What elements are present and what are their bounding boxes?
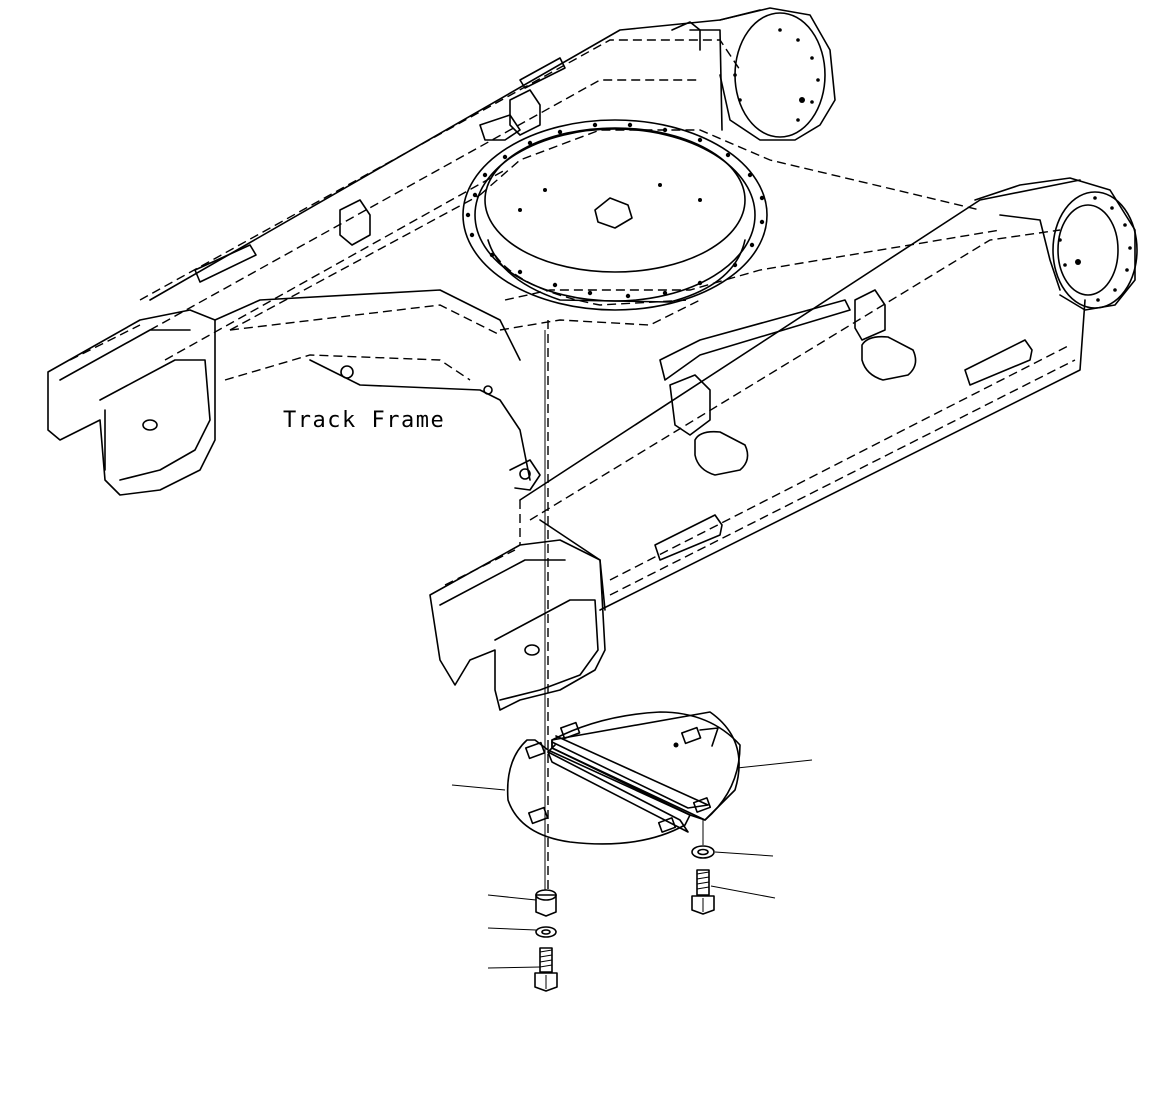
leader-plate-right [736,759,813,769]
washer-right [691,845,715,859]
track-frame [47,7,1138,711]
undercover-plate-right [551,711,741,821]
leader-bolt-right [710,885,776,899]
nut-left [535,889,557,917]
swing-circle-bolt-holes [465,122,765,299]
leader-bolt-left [487,966,541,969]
leader-washer-right [714,851,774,857]
washer-left [535,926,557,938]
leader-plate-left [451,784,506,791]
leader-washer-left [487,927,537,931]
sprocket-holes-right [1058,196,1132,302]
sprocket-holes-top [733,28,820,122]
leader-nut-left [487,894,537,901]
bolt-left [534,947,558,992]
bolt-right [691,869,715,915]
undercover-plate-left [506,739,691,845]
leader-lines [451,759,813,969]
track-frame-label: Track Frame [283,408,446,433]
